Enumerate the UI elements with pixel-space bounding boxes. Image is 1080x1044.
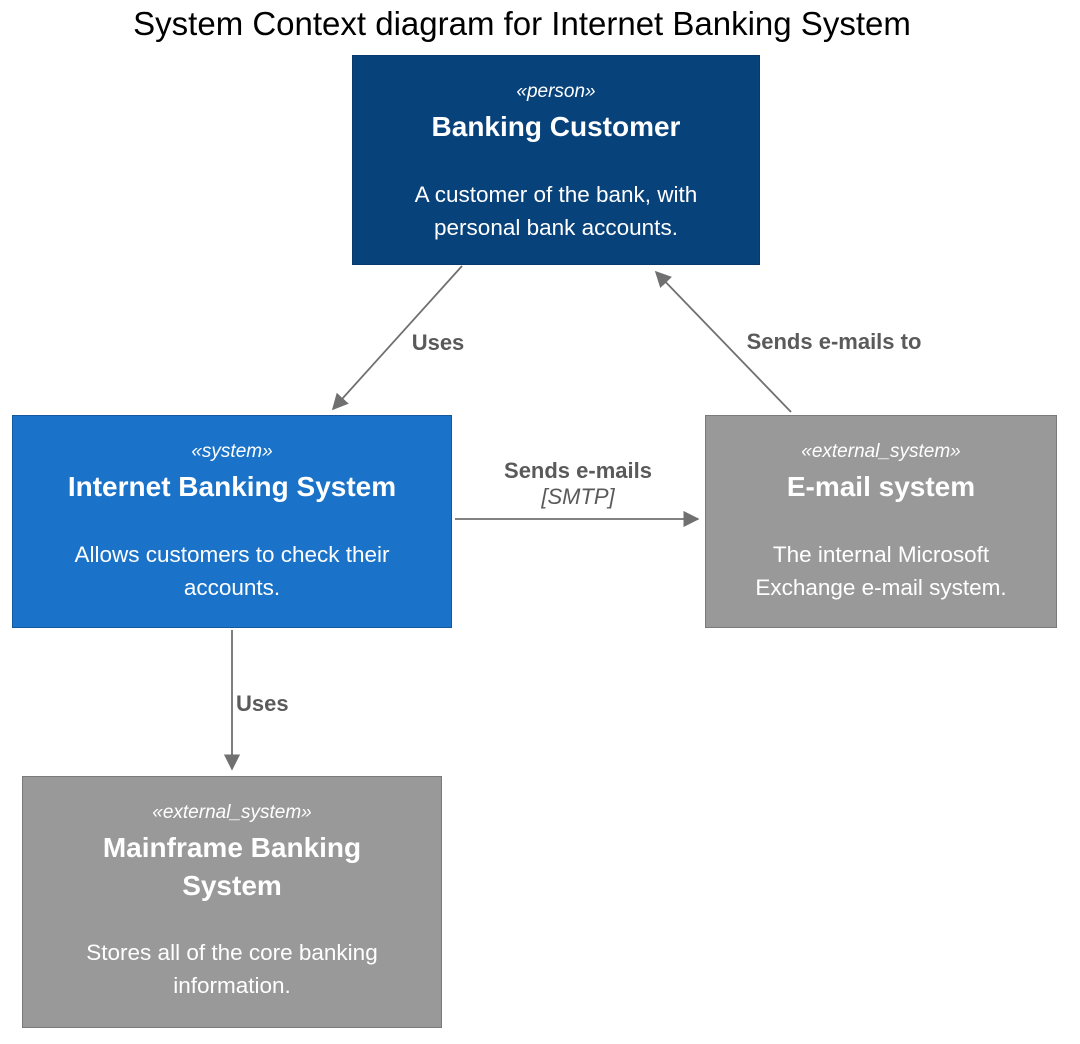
edge-label-ibs-sends-emails: Sends e-mails (504, 458, 652, 483)
node-email-system: «external_system» E-mail system The inte… (705, 415, 1057, 628)
edge-label-email-sends-to-customer: Sends e-mails to (746, 329, 922, 354)
node-mainframe-banking-system: «external_system» Mainframe Banking Syst… (22, 776, 442, 1028)
edge-label-ibs-sends-emails-protocol: [SMTP] (541, 484, 615, 509)
node-title: Internet Banking System (67, 470, 397, 502)
node-title: Banking Customer (431, 110, 681, 142)
node-banking-customer: «person» Banking Customer A customer of … (352, 55, 760, 265)
node-title: Mainframe Banking System (102, 831, 362, 901)
edge-customer-uses-ibs (331, 265, 463, 411)
node-stereotype: «person» (516, 81, 596, 102)
node-description: Stores all of the core banking informati… (86, 940, 378, 999)
node-internet-banking-system: «system» Internet Banking System Allows … (12, 415, 452, 628)
edge-label-customer-uses-ibs: Uses (411, 330, 465, 355)
node-stereotype: «external_system» (801, 441, 961, 462)
node-stereotype: «external_system» (152, 802, 312, 823)
node-title: E-mail system (786, 470, 976, 502)
node-description: Allows customers to check their accounts… (74, 541, 390, 600)
node-description: A customer of the bank, with personal ba… (414, 181, 698, 240)
diagram-title: System Context diagram for Internet Bank… (133, 5, 911, 42)
edge-label-ibs-uses-mainframe: Uses (236, 691, 289, 716)
node-description: The internal Microsoft Exchange e-mail s… (755, 541, 1007, 600)
node-stereotype: «system» (191, 441, 273, 462)
edge-email-sends-to-customer (654, 270, 792, 413)
